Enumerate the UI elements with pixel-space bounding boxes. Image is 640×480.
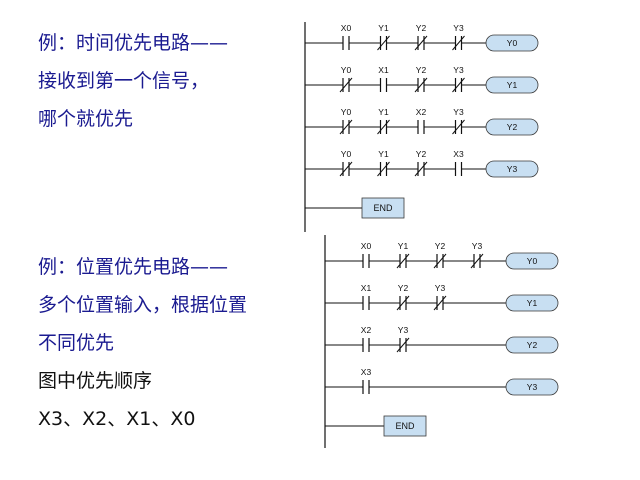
ladder2-rung-0-contact-0-label: X0 xyxy=(361,241,372,251)
ladder2-rung-2-contact-0-label: X2 xyxy=(361,325,372,335)
ladder1-rung-2-contact-2-label: X2 xyxy=(416,107,427,117)
ladder1-rung-3-contact-0-label: Y0 xyxy=(341,149,352,159)
ladder1-rung-2-coil-label: Y2 xyxy=(507,122,518,132)
ladder1-rung-0-coil-label: Y0 xyxy=(507,38,518,48)
ladder1-rung-3-contact-1-slash xyxy=(377,161,390,177)
ladder1-rung-1-contact-3-slash xyxy=(452,77,465,93)
ladder1-rung-1-contact-2-slash xyxy=(414,77,428,93)
ladder2-rung-2-coil xyxy=(505,336,559,354)
ladder2-rung-1-contact-1-slash xyxy=(396,295,410,311)
section2-text: 例：位置优先电路—— 多个位置输入，根据位置 不同优先 图中优先顺序 X3、X2… xyxy=(38,252,318,442)
ladder1-rung-3-contact-2-label: Y2 xyxy=(416,149,427,159)
ladder1-rung-3-contact-3-gap xyxy=(455,167,462,171)
ladder1-rung-3-contact-3-label: X3 xyxy=(453,149,464,159)
ladder1-rung-1-contact-3-label: Y3 xyxy=(453,65,464,75)
ladder1-rung-3-contact-0-slash xyxy=(339,161,353,177)
ladder1-rung-1-coil xyxy=(485,76,539,94)
ladder1-rung-2-coil xyxy=(485,118,539,136)
ladder1-rung-2-contact-3-label: Y3 xyxy=(453,107,464,117)
ladder2-rung-1-contact-2-slash xyxy=(433,295,447,311)
ladder2-rung-3-coil xyxy=(505,378,559,396)
ladder1-rung-3-contact-1-label: Y1 xyxy=(378,149,389,159)
ladder1-rung-2-contact-1-label: Y1 xyxy=(378,107,389,117)
section1-line-3: 哪个就优先 xyxy=(38,108,134,130)
ladder1-rung-2-contact-2-gap xyxy=(418,125,424,129)
ladder2-rung-2-contact-1-label: Y3 xyxy=(398,325,409,335)
ladder2-rung-0-contact-3-label: Y3 xyxy=(472,241,483,251)
section2-line-2: 多个位置输入，根据位置 xyxy=(38,294,248,316)
ladder1-end-label: END xyxy=(373,203,393,213)
ladder2-rung-0-contact-2-slash xyxy=(433,253,447,269)
ladder1-rung-2-contact-3-slash xyxy=(452,119,465,135)
ladder2-rung-1-coil xyxy=(505,294,559,312)
section2-line-1: 例：位置优先电路—— xyxy=(38,256,229,278)
ladder1-rung-3-coil xyxy=(485,160,539,178)
ladder1-rung-0-contact-1-label: Y1 xyxy=(378,23,389,33)
ladder2-rung-0-coil-label: Y0 xyxy=(527,256,538,266)
ladder1-rung-0-contact-3-slash xyxy=(452,35,465,51)
ladder1-rung-1-contact-1-gap xyxy=(380,83,387,87)
ladder1-rung-2-contact-1-slash xyxy=(377,119,390,135)
ladder1-rung-0-contact-2-slash xyxy=(414,35,428,51)
ladder2-rung-0-contact-2-label: Y2 xyxy=(435,241,446,251)
ladder1-rung-0-contact-1-slash xyxy=(377,35,390,51)
ladder2-rung-2-coil-label: Y2 xyxy=(527,340,538,350)
ladder2-rung-0-contact-0-gap xyxy=(363,259,369,263)
ladder1-rung-1-contact-2-label: Y2 xyxy=(416,65,427,75)
ladder2-rung-2-contact-1-slash xyxy=(396,337,410,353)
ladder1-rung-2-contact-0-label: Y0 xyxy=(341,107,352,117)
ladder2-rung-0-contact-3-slash xyxy=(470,253,484,269)
section1-line-2: 接收到第一个信号， xyxy=(38,70,210,92)
ladder1-rung-3-contact-2-slash xyxy=(414,161,428,177)
ladder2-rung-1-contact-2-label: Y3 xyxy=(435,283,446,293)
ladder1-rung-1-contact-0-slash xyxy=(339,77,353,93)
ladder1-rung-0-contact-2-label: Y2 xyxy=(416,23,427,33)
ladder2-rung-0-contact-1-label: Y1 xyxy=(398,241,409,251)
ladder2-rung-2-contact-0-gap xyxy=(363,343,369,347)
ladder2-rung-1-coil-label: Y1 xyxy=(527,298,538,308)
ladder1-rung-1-contact-1-label: X1 xyxy=(378,65,389,75)
ladder2-rung-3-coil-label: Y3 xyxy=(527,382,538,392)
ladder2-rung-0-coil xyxy=(505,252,559,270)
ladder2-rung-1-contact-0-gap xyxy=(363,301,369,305)
ladder2-rung-3-contact-0-gap xyxy=(363,385,369,389)
ladder1-rung-0-contact-3-label: Y3 xyxy=(453,23,464,33)
ladder1-end-box xyxy=(361,197,405,219)
section1-line-1: 例：时间优先电路—— xyxy=(38,32,229,54)
ladder2-rung-1-contact-1-label: Y2 xyxy=(398,283,409,293)
section2-line-3: 不同优先 xyxy=(38,332,115,354)
ladder1-rung-2-contact-0-slash xyxy=(339,119,353,135)
ladder2-rung-0-contact-1-slash xyxy=(396,253,410,269)
ladder2-end-box xyxy=(383,415,427,437)
ladder1-rung-0-coil xyxy=(485,34,539,52)
ladder1-rung-3-coil-label: Y3 xyxy=(507,164,518,174)
ladder1-rung-1-coil-label: Y1 xyxy=(507,80,518,90)
ladder2-rung-3-contact-0-label: X3 xyxy=(361,367,372,377)
ladder1-rung-0-contact-0-gap xyxy=(343,41,349,45)
section2-line-4: 图中优先顺序 xyxy=(38,370,153,392)
section2-line-5: X3、X2、X1、X0 xyxy=(38,408,196,430)
section1-text: 例：时间优先电路—— 接收到第一个信号， 哪个就优先 xyxy=(38,28,298,138)
ladder1-rung-0-contact-0-label: X0 xyxy=(341,23,352,33)
ladder2-end-label: END xyxy=(395,421,415,431)
ladder2-rung-1-contact-0-label: X1 xyxy=(361,283,372,293)
ladder1-rung-1-contact-0-label: Y0 xyxy=(341,65,352,75)
